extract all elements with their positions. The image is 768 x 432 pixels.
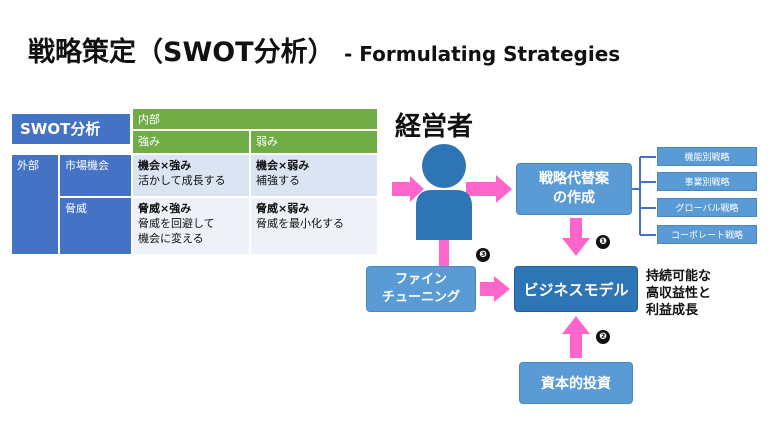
cell-line: 活かして成長する: [138, 174, 226, 187]
arrow-right-to-bm: [480, 276, 510, 302]
cell-line: 脅威を回避して: [138, 217, 215, 230]
capital-investment-box: 資本的投資: [519, 362, 633, 404]
swot-cell-st: 脅威×強み 脅威を回避して 機会に変える: [133, 198, 249, 254]
business-model-box: ビジネスモデル: [514, 266, 638, 312]
arrow-down-to-bm: [562, 218, 590, 256]
manager-label: 経営者: [395, 112, 474, 142]
cell-line: 脅威を最小化する: [256, 217, 344, 230]
marker-1: ❶: [596, 235, 610, 249]
cell-title: 機会×強み: [138, 159, 192, 172]
fine-tuning-box: ファイン チューニング: [366, 266, 476, 312]
cell-line: 機会に変える: [138, 232, 204, 245]
swot-cell-wt: 脅威×弱み 脅威を最小化する: [251, 198, 377, 254]
manager-person-icon: [416, 144, 472, 240]
swot-cell-so: 機会×強み 活かして成長する: [133, 155, 249, 196]
title-sub: - Formulating Strategies: [344, 42, 621, 66]
outcome-label: 持続可能な 高収益性と 利益成長: [646, 269, 712, 318]
title-main: 戦略策定（SWOT分析）: [28, 37, 335, 68]
page-title: 戦略策定（SWOT分析） - Formulating Strategies: [28, 30, 620, 69]
marker-3: ❸: [476, 248, 490, 262]
alternatives-box: 戦略代替案 の作成: [516, 163, 632, 215]
swot-label: SWOT分析: [12, 114, 130, 144]
strategy-item-business: 事業別戦略: [657, 172, 757, 191]
strategy-item-corporate: コーポレート戦略: [657, 225, 757, 244]
threat-label: 脅威: [60, 198, 131, 254]
cell-title: 脅威×強み: [138, 202, 192, 215]
cell-line: 補強する: [256, 174, 300, 187]
strategy-item-functional: 機能別戦略: [657, 147, 757, 166]
marker-2: ❷: [596, 330, 610, 344]
internal-header: 内部: [133, 109, 377, 129]
swot-cell-wo: 機会×弱み 補強する: [251, 155, 377, 196]
line-manager-to-finetuning: [439, 238, 449, 266]
cell-title: 脅威×弱み: [256, 202, 310, 215]
strategy-item-global: グローバル戦略: [657, 198, 757, 217]
arrow-into-manager: [392, 176, 424, 202]
cell-title: 機会×弱み: [256, 159, 310, 172]
arrow-to-alternatives: [466, 175, 512, 203]
external-header: 外部: [12, 155, 58, 254]
weakness-header: 弱み: [251, 131, 377, 153]
arrow-up-to-bm: [562, 316, 590, 358]
strategy-bracket: [632, 156, 656, 236]
opportunity-label: 市場機会: [60, 155, 131, 196]
strength-header: 強み: [133, 131, 249, 153]
